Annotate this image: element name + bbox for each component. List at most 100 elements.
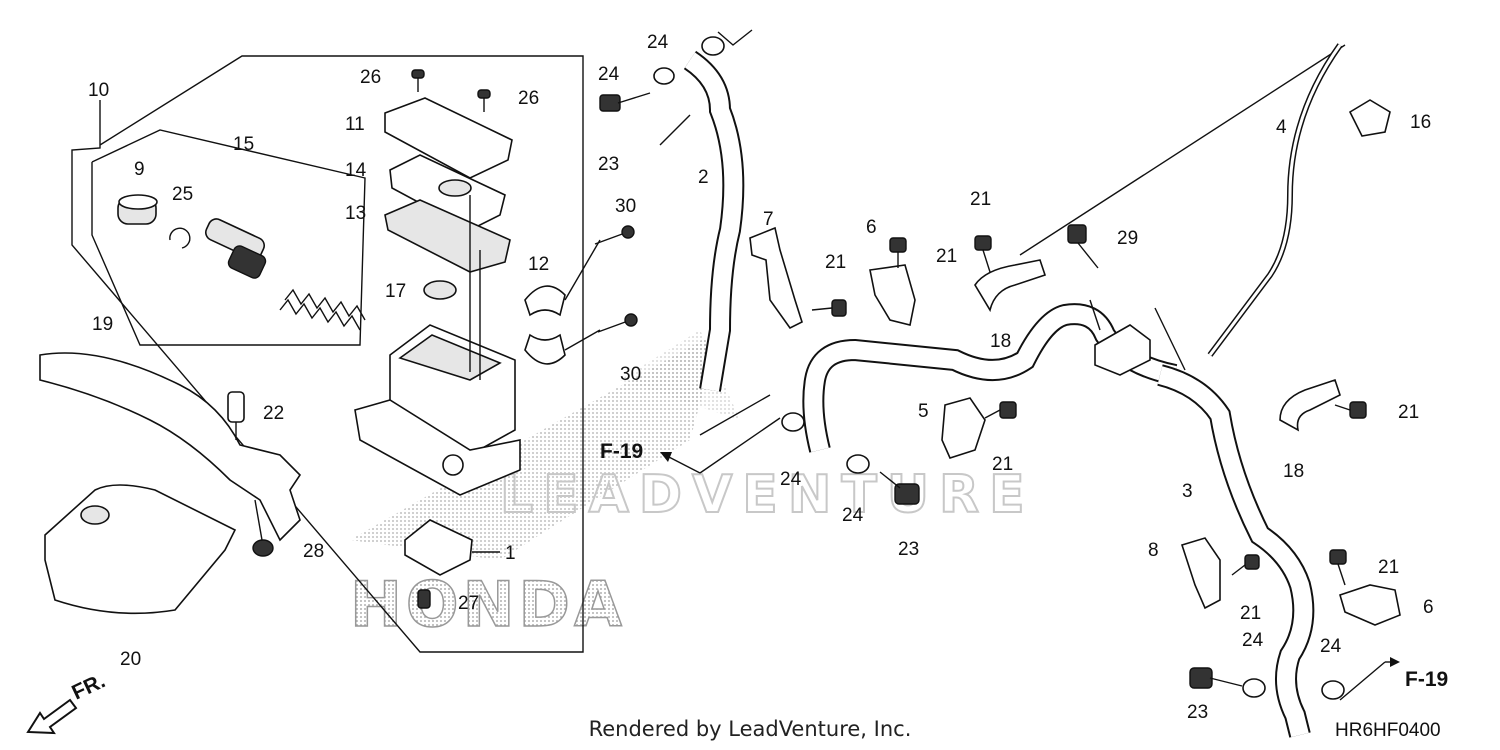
callout-15: 15 [233,134,254,155]
callout-4: 4 [1276,117,1287,138]
callout-23-a: 23 [598,154,619,175]
callout-16: 16 [1410,112,1431,133]
callout-6-b: 6 [1423,597,1434,618]
washer-24-c [781,412,805,432]
clamp-6-a [869,264,916,326]
bolt-23-a [599,92,651,112]
stop-switch-part [404,519,473,576]
bolt-21-near-6b [1329,549,1347,586]
bolt-30-a [594,225,635,245]
bolt-23-c [1189,667,1243,689]
bolt-21-near-6 [889,237,907,268]
diagram-code: HR6HF0400 [1335,720,1441,741]
bolt-21-near-5 [984,401,1017,419]
pivot-bolt [227,391,245,440]
callout-21-g: 21 [1378,557,1399,578]
washer-24-b [701,36,725,56]
clip-18-b [1279,378,1341,432]
callout-27: 27 [458,593,479,614]
washer-24-a [653,67,675,85]
callout-20: 20 [120,649,141,670]
callout-21-b: 21 [936,246,957,267]
callout-23-b: 23 [898,539,919,560]
reservoir-cap-part [384,97,513,179]
callout-3: 3 [1182,481,1193,502]
hoses-group [599,29,1401,738]
screw-26-a [411,69,425,92]
spring-part [279,288,366,331]
washer-24-d [846,454,870,474]
callout-30-a: 30 [615,196,636,217]
callout-26-b: 26 [518,88,539,109]
callout-26-a: 26 [360,67,381,88]
ref-front: FR. [68,669,108,704]
holder-part [524,285,566,365]
three-way-joint [1094,324,1151,376]
callout-12: 12 [528,254,549,275]
callout-23-c: 23 [1187,702,1208,723]
ref-f19-left: F-19 [600,440,643,463]
callout-5: 5 [918,401,929,422]
callout-25: 25 [172,184,193,205]
callout-30-b: 30 [620,364,641,385]
callout-17: 17 [385,281,406,302]
callout-24-c: 24 [780,469,802,490]
piston-cup-part [117,194,158,225]
honda-logo-text: HONDA [350,568,626,641]
callout-8: 8 [1148,540,1159,561]
screw-26-b [477,89,491,112]
callout-28: 28 [303,541,324,562]
callout-18-b: 18 [1283,461,1304,482]
brake-lever-part [39,352,302,542]
bolt-21-near-8 [1231,554,1260,576]
clip-18-a [974,259,1047,313]
bolt-21-near-18a [974,235,992,273]
clamp-8 [1180,537,1221,610]
callout-21-a: 21 [825,252,846,273]
callout-24-e: 24 [1242,630,1264,651]
bolt-30-b [597,313,638,333]
callout-9: 9 [134,159,145,180]
brake-pipe-4 [1207,43,1343,357]
credit-line: Rendered by LeadVenture, Inc. [588,717,912,741]
callout-11: 11 [345,114,365,135]
bolt-23-b [879,471,920,505]
bolt-21-near-7 [811,299,847,317]
grommet-part [423,280,457,300]
group-10-outline [71,55,584,653]
callout-21-d: 21 [992,454,1013,475]
callout-24-d: 24 [842,505,864,526]
callout-21-f: 21 [1240,603,1261,624]
bracket-7 [749,226,803,330]
callout-19: 19 [92,314,113,335]
master-cylinder-group [39,55,638,653]
callout-24-b: 24 [598,64,620,85]
callout-6-a: 6 [866,217,877,238]
callout-22: 22 [263,403,284,424]
clamp-5 [941,397,986,459]
clamp-6-b [1339,584,1401,626]
callout-2: 2 [698,167,709,188]
bolt-21-near-18b [1334,401,1367,419]
ref-f19-right: F-19 [1405,668,1448,691]
diaphragm-part [384,199,511,273]
leadventure-watermark: LEADVENTURE [500,465,1035,525]
callout-21-e: 21 [1398,402,1419,423]
callout-24-a: 24 [647,32,669,53]
piston-part [204,218,267,279]
washer-24-f [1321,680,1345,700]
callout-21-c: 21 [970,189,991,210]
callouts: 10 15 9 25 19 20 26 26 11 14 13 17 12 30… [68,32,1448,741]
circlip-part [169,227,191,249]
callout-1: 1 [505,543,516,564]
callout-18-a: 18 [990,331,1011,352]
lever-cover-part [44,484,237,615]
callout-10: 10 [88,80,109,101]
washer-24-e [1242,678,1266,698]
group-15-outline [91,129,366,346]
callout-7: 7 [763,209,774,230]
nut-28 [252,539,274,557]
front-direction-arrow [26,698,78,735]
callout-24-f: 24 [1320,636,1342,657]
